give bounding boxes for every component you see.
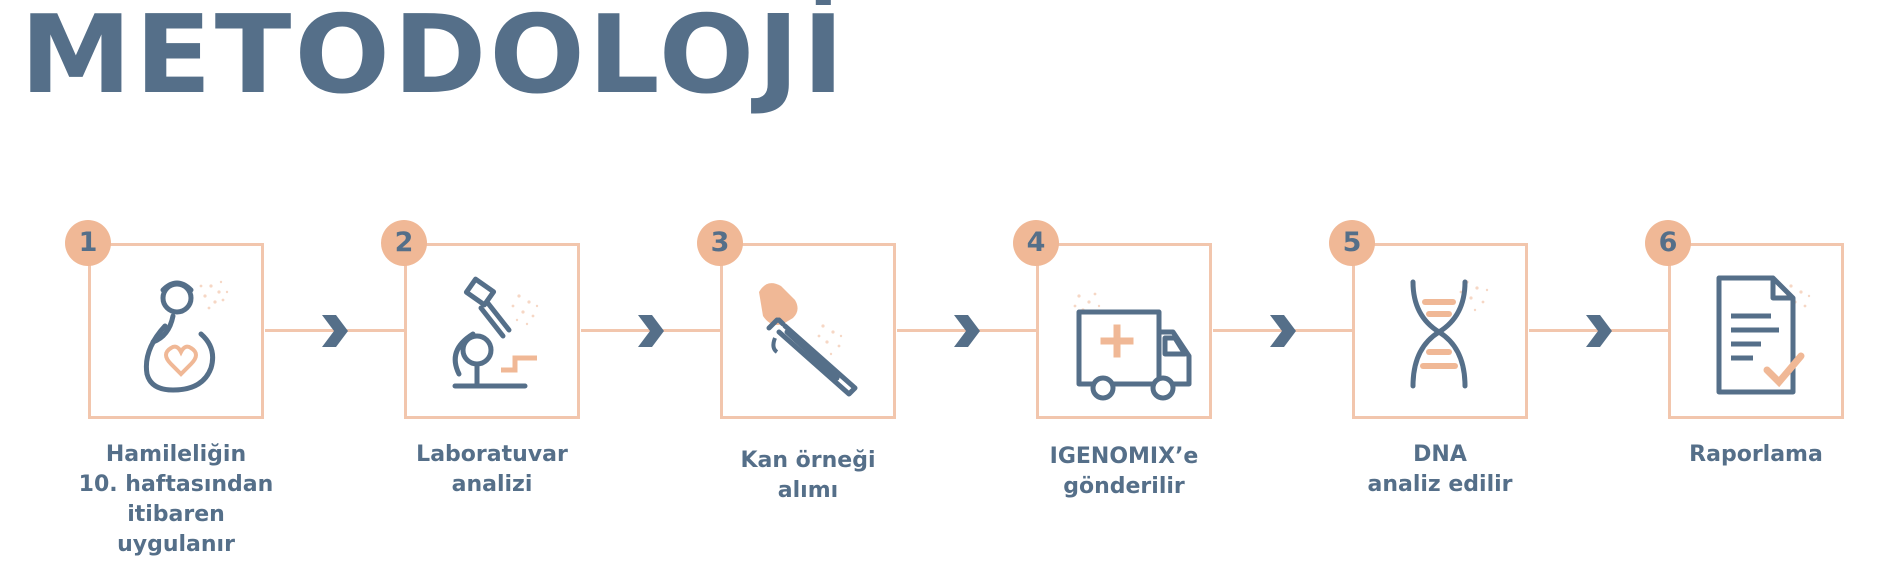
step-6-number: 6	[1645, 220, 1691, 266]
chevron-right-icon	[1270, 315, 1296, 347]
step-5-number: 5	[1329, 220, 1375, 266]
step-1-label: Hamileliğin 10. haftasından itibaren uyg…	[78, 442, 274, 557]
chevron-right-icon	[322, 315, 348, 347]
step-4-box	[1036, 243, 1212, 419]
pipette-icon	[759, 283, 858, 397]
step-6-box	[1668, 243, 1844, 419]
step-5-label: DNA analiz edilir	[1367, 442, 1513, 497]
step-3-box	[720, 243, 896, 419]
step-1-box	[88, 243, 264, 419]
chevron-right-icon	[638, 315, 664, 347]
microscope-icon	[452, 276, 539, 389]
step-3-number: 3	[697, 220, 743, 266]
step-4-label: IGENOMIX’e gönderilir	[1049, 444, 1199, 499]
ambulance-icon	[1073, 292, 1192, 401]
step-2-number: 2	[381, 220, 427, 266]
page-title: METODOLOJİ	[20, 0, 848, 118]
dna-icon	[1410, 279, 1489, 389]
step-2-box	[404, 243, 580, 419]
pregnant-woman-icon	[143, 280, 229, 393]
step-3-label: Kan örneği alımı	[740, 448, 876, 503]
chevron-right-icon	[954, 315, 980, 347]
step-4-number: 4	[1013, 220, 1059, 266]
step-5-box	[1352, 243, 1528, 419]
step-1-number: 1	[65, 220, 111, 266]
report-icon	[1716, 275, 1811, 395]
step-2-label: Laboratuvar analizi	[416, 442, 568, 497]
chevron-right-icon	[1586, 315, 1612, 347]
step-6-label: Raporlama	[1689, 442, 1823, 467]
